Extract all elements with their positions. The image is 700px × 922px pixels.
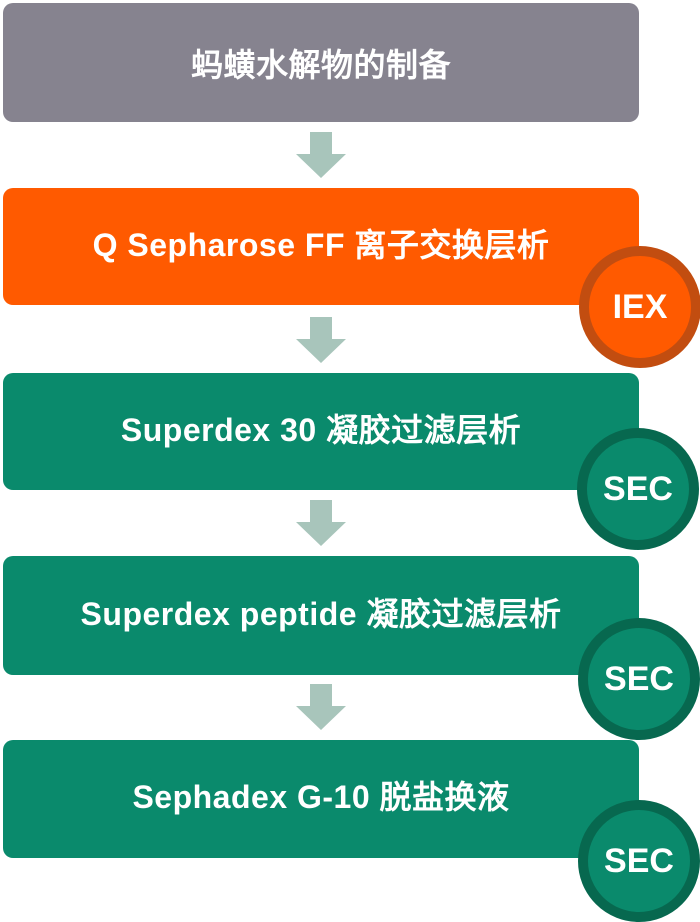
step-superdex-peptide: Superdex peptide 凝胶过滤层析	[3, 556, 639, 675]
step-ion-exchange: Q Sepharose FF 离子交换层析	[3, 188, 639, 305]
arrow-down-icon	[296, 500, 346, 546]
badge-sec: SEC	[577, 428, 699, 550]
badge-sec: SEC	[578, 618, 700, 740]
badge-label: SEC	[603, 469, 673, 508]
step-hydrolysate-preparation: 蚂蟥水解物的制备	[3, 3, 639, 122]
step-superdex-30: Superdex 30 凝胶过滤层析	[3, 373, 639, 490]
step-label: 蚂蟥水解物的制备	[190, 46, 451, 83]
step-label: Q Sepharose FF 离子交换层析	[92, 226, 550, 263]
badge-label: IEX	[612, 287, 668, 326]
step-label: Superdex 30 凝胶过滤层析	[120, 411, 522, 448]
arrow-down-icon	[296, 132, 346, 178]
badge-label: SEC	[604, 659, 674, 698]
step-sephadex-g10: Sephadex G-10 脱盐换液	[3, 740, 639, 858]
arrow-down-icon	[296, 684, 346, 730]
step-label: Sephadex G-10 脱盐换液	[132, 779, 510, 815]
badge-sec: SEC	[578, 800, 700, 922]
badge-iex: IEX	[579, 246, 700, 368]
badge-label: SEC	[604, 841, 674, 880]
arrow-down-icon	[296, 317, 346, 363]
step-label: Superdex peptide 凝胶过滤层析	[80, 595, 562, 632]
